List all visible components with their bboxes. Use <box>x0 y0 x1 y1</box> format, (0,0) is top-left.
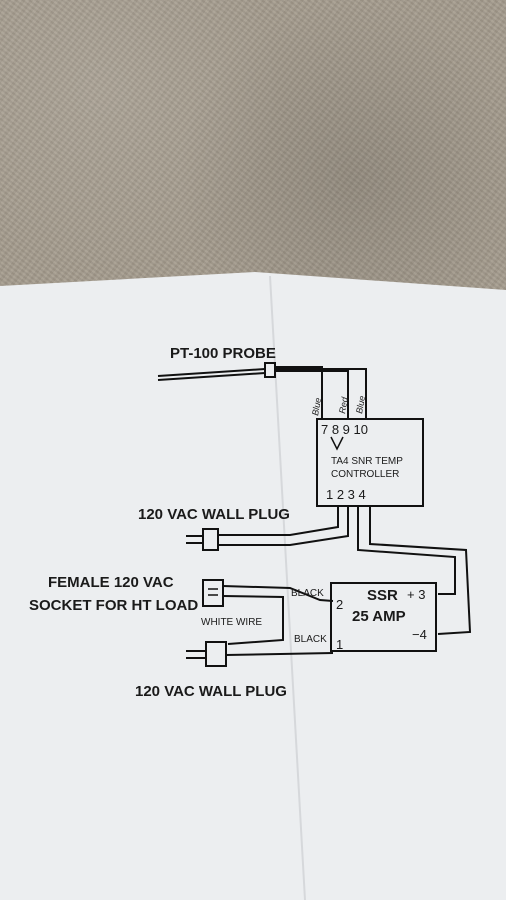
probe-wire-to-9 <box>275 370 349 420</box>
female-socket <box>202 579 224 607</box>
ssr-terminal-2: 2 <box>336 597 343 612</box>
socket-black-to-ssr-2 <box>222 585 334 602</box>
probe-cable-lower <box>157 372 266 381</box>
ssr-label-line2: 25 AMP <box>352 608 406 625</box>
wire-t3-to-ssr-plus <box>357 505 456 595</box>
ssr-terminal-plus3: + 3 <box>407 587 425 602</box>
probe-wire-to-7 <box>275 366 323 420</box>
ssr-terminal-minus4: −4 <box>412 627 427 642</box>
ssr-label-line1: SSR <box>367 587 398 604</box>
probe-label: PT-100 PROBE <box>170 345 276 362</box>
black-wire-label-top: BLACK <box>291 588 324 599</box>
wall-plug-top-prongs <box>186 535 203 544</box>
white-wire-label: WHITE WIRE <box>201 617 262 628</box>
probe-cable <box>157 368 266 377</box>
probe-wire-to-10 <box>275 368 367 420</box>
wall-plug-top-label: 120 VAC WALL PLUG <box>138 506 290 523</box>
wall-plug-bottom-black-to-ssr-1 <box>225 652 334 656</box>
wire-label-blue-1: Blue <box>310 397 323 416</box>
carpet-background <box>0 0 506 300</box>
controller-terminals-bottom: 1 2 3 4 <box>326 487 366 502</box>
ssr-terminal-1: 1 <box>336 637 343 652</box>
wall-plug-top-cable-a <box>218 505 339 536</box>
wall-plug-top <box>202 528 219 551</box>
wire-label-blue-2: Blue <box>354 395 367 414</box>
controller-name-line1: TA4 SNR TEMP <box>331 456 403 467</box>
wall-plug-bottom-prongs <box>186 650 206 659</box>
wire-t4-to-ssr-minus <box>369 505 472 635</box>
female-socket-label-line2: SOCKET FOR HT LOAD <box>29 597 198 614</box>
jumper-8-9 <box>330 436 344 451</box>
controller-name-line2: CONTROLLER <box>331 469 399 480</box>
wall-plug-bottom-label: 120 VAC WALL PLUG <box>135 683 287 700</box>
ssr-box <box>330 582 437 652</box>
socket-white-wire <box>222 595 284 645</box>
controller-terminals-top: 7 8 9 10 <box>321 422 368 437</box>
wall-plug-top-cable-b <box>218 505 349 546</box>
wire-label-red: Red <box>337 395 350 414</box>
female-socket-label-line1: FEMALE 120 VAC <box>48 574 174 591</box>
black-wire-label-bottom: BLACK <box>294 634 327 645</box>
female-socket-slots <box>208 588 218 596</box>
